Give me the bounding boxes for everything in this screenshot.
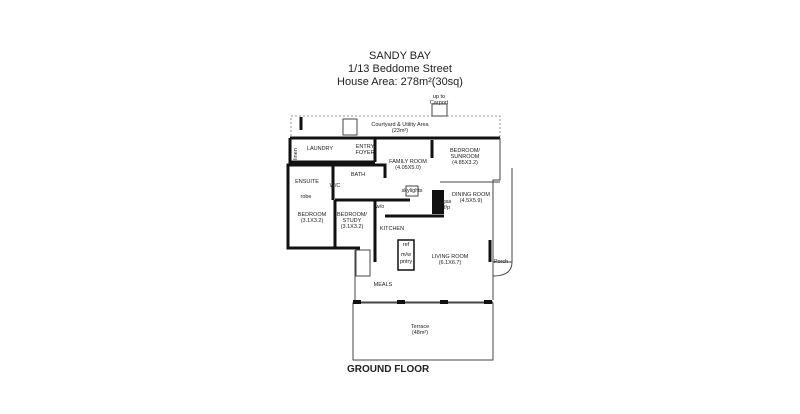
label-sunroom-1: BEDROOM/ <box>450 148 480 154</box>
property-address: 1/13 Beddome Street <box>348 63 452 75</box>
pantry <box>397 239 415 271</box>
label-linen: linen <box>293 148 299 160</box>
terrace-outline <box>352 302 494 361</box>
label-study-2: STUDY <box>343 218 362 224</box>
label-dining-size: (4.5X5.9) <box>460 198 483 204</box>
label-bath: BATH <box>351 172 365 178</box>
label-study-1: BEDROOM/ <box>337 212 367 218</box>
label-pntry: pntry <box>400 259 412 265</box>
label-laundry: LAUNDRY <box>307 146 334 152</box>
label-ensuite: ENSUITE <box>295 179 319 185</box>
label-family: FAMILY ROOM <box>389 159 427 165</box>
label-ref: ref <box>403 242 410 248</box>
floor-label: GROUND FLOOR <box>347 364 430 375</box>
terrace-post <box>353 300 361 304</box>
label-carport-1: up to <box>433 94 445 100</box>
label-terrace-area: (48m²) <box>412 330 428 336</box>
label-gas: gas <box>443 199 452 205</box>
label-fp: f/p <box>444 205 450 211</box>
label-living-size: (6.1X6.7) <box>439 260 462 266</box>
label-sunroom-size: (4.85X3.2) <box>452 160 478 166</box>
courtyard-outline <box>290 115 501 138</box>
label-kitchen: KITCHEN <box>380 226 404 232</box>
label-robe: robe <box>300 194 311 200</box>
label-terrace: Terrace <box>411 324 429 330</box>
carport-stair <box>431 103 448 117</box>
label-meals: MEALS <box>374 282 393 288</box>
label-living: LIVING ROOM <box>432 254 469 260</box>
fireplace <box>432 190 444 214</box>
label-study-size: (3.1X3.2) <box>341 224 364 230</box>
label-bedroom-size: (3.1X3.2) <box>301 218 324 224</box>
stairs <box>355 249 371 277</box>
porch-outline <box>492 168 513 277</box>
label-porch: Porch <box>494 259 508 265</box>
label-skylights: skylights <box>401 188 422 194</box>
terrace-post <box>440 300 448 304</box>
label-carport-2: Carport <box>430 100 449 106</box>
terrace-post <box>397 300 405 304</box>
label-sunroom-2: SUNROOM <box>451 154 480 160</box>
label-family-size: (4.05X5.0) <box>395 165 421 171</box>
wall-bath <box>290 163 387 178</box>
label-mw: m/w <box>401 252 411 258</box>
house-area: House Area: 278m²(30sq) <box>337 76 463 88</box>
courtyard-steps <box>342 118 358 136</box>
label-dining: DINING ROOM <box>452 192 490 198</box>
label-foyer-1: ENTRY <box>356 144 375 150</box>
wall-east <box>492 138 501 300</box>
label-foyer-2: FOYER <box>356 150 375 156</box>
label-courtyard: Courtyard & Utility Area <box>371 122 429 128</box>
label-bedroom: BEDROOM <box>298 212 327 218</box>
label-wc: W/C <box>330 183 341 189</box>
terrace-post <box>484 300 492 304</box>
label-wo: w/o <box>375 204 385 210</box>
skylight <box>405 185 419 197</box>
label-courtyard-area: (23m²) <box>392 128 408 134</box>
property-name: SANDY BAY <box>369 50 431 62</box>
wall-west-wing <box>286 138 360 250</box>
